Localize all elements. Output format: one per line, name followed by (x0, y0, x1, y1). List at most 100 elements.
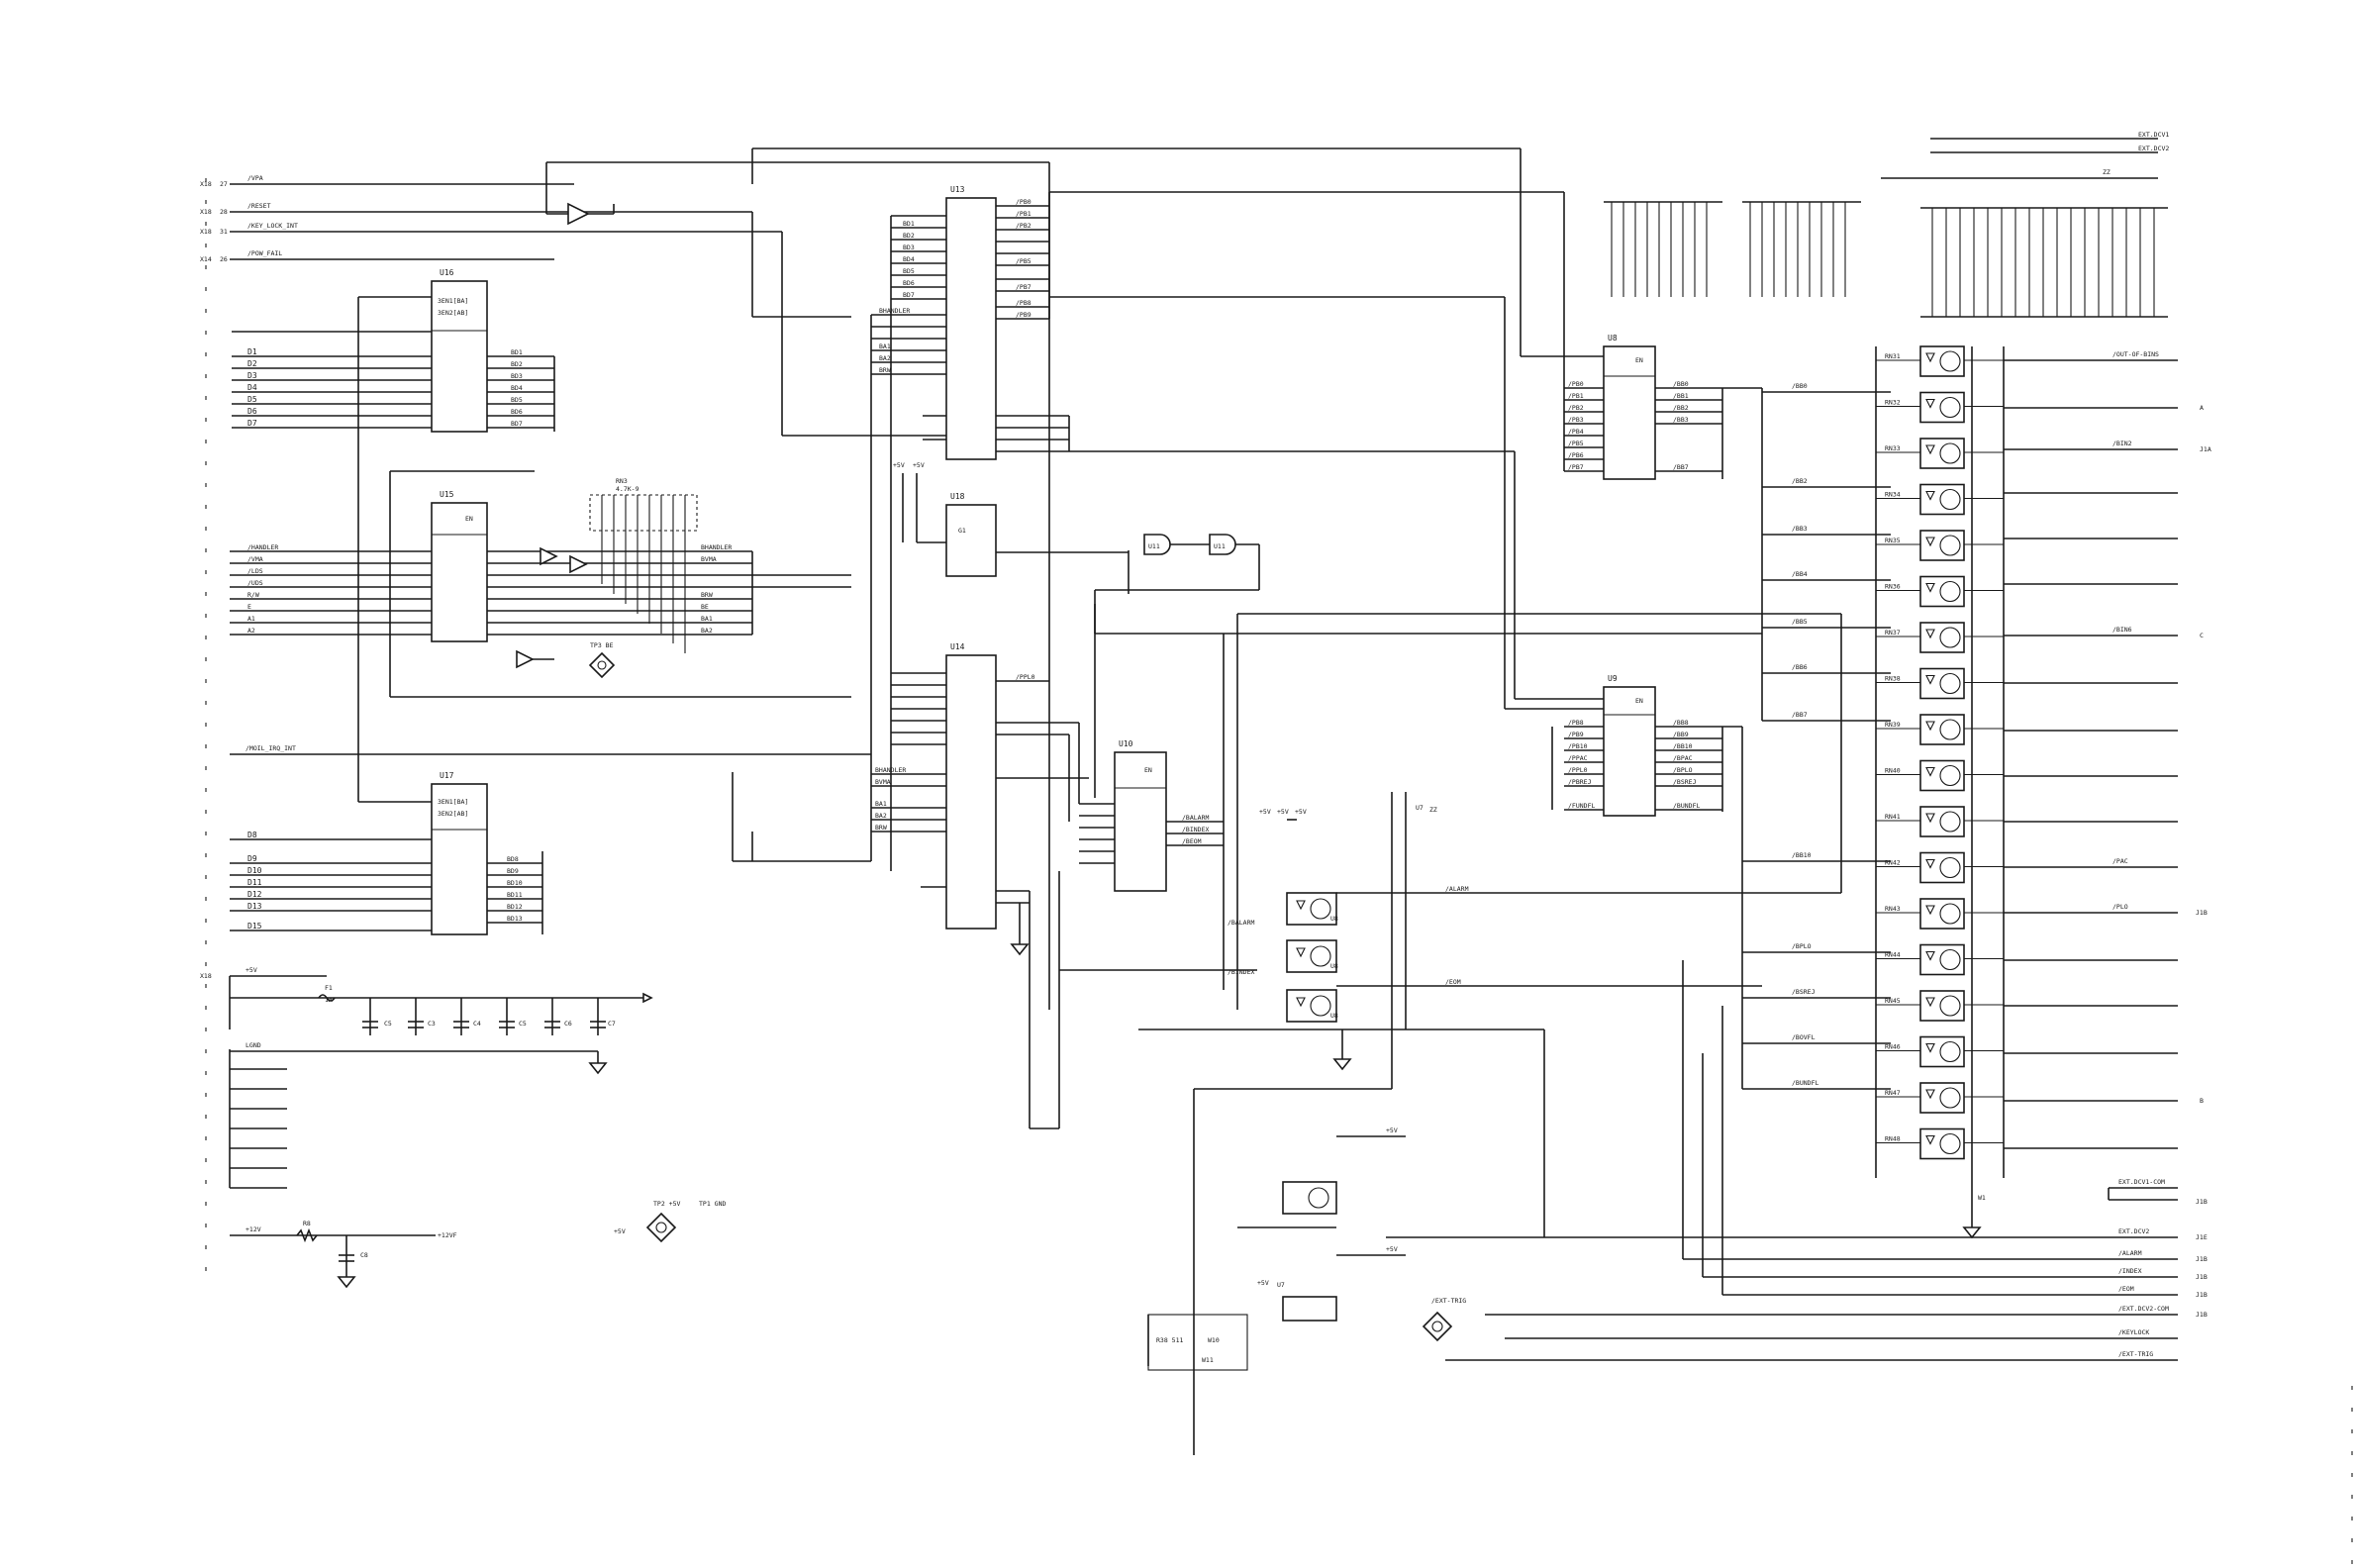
pin-label: 28 (220, 208, 228, 216)
led-diode (1925, 1089, 1935, 1100)
tp-label: TP3 BE (590, 641, 614, 649)
power-label: +5V (1259, 808, 1271, 816)
chip-label: U7 (1277, 1281, 1285, 1289)
conn-label: J1E (2196, 1233, 2208, 1241)
port-label: /PB5 (1016, 257, 1032, 265)
phototransistor (1939, 580, 1961, 603)
signal-label: EXT.DCV1 (2138, 131, 2169, 139)
chip-label: U8 (1330, 962, 1338, 970)
signal-label: /MOIL_IRQ_INT (246, 744, 296, 752)
bus-label: D3 (247, 371, 257, 380)
signal-label: /OUT-OF-BINS (2112, 350, 2159, 358)
opto-coupler (1919, 1127, 1965, 1160)
u8-inputs: /PB0 /PB1 /PB2 /PB3 /PB4 /PB5 /PB6 /PB7 (1563, 192, 1604, 472)
pin-label: 26 (220, 255, 228, 263)
bus-label: /BEOM (1182, 837, 1202, 845)
conn-label: X18 (200, 208, 212, 216)
signal-label: /EXT-TRIG (2118, 1350, 2153, 1358)
bus-label: BD3 (903, 244, 915, 251)
port-label: /PB7 (1568, 463, 1584, 471)
chip-text: 3EN1[BA] (438, 798, 468, 806)
port-label: /PB0 (1016, 198, 1032, 206)
phototransistor (1939, 1040, 1961, 1063)
chip-text: G1 (958, 527, 966, 535)
signal-label: /VMA (247, 555, 263, 563)
conn-label: J1B (2196, 909, 2208, 917)
phototransistor (1939, 442, 1961, 464)
conn-label: J1B (2196, 1291, 2208, 1299)
cap-label: C4 (473, 1020, 481, 1028)
opto-coupler (1919, 1082, 1965, 1114)
chip-u16: U16 3EN1[BA] 3EN2[AB] (431, 268, 488, 433)
port-label: /PB3 (1568, 416, 1584, 424)
u15-outputs: BHANDLER BVMA BRW BE BA1 BA2 (487, 543, 851, 636)
signal-label: /HANDLER (247, 543, 278, 551)
phototransistor (1939, 1087, 1961, 1109)
signal-label: E (247, 603, 251, 611)
resistor-label: RN32 (1885, 399, 1901, 407)
opto-row: RN37 (1876, 622, 2004, 653)
led-diode (1925, 398, 1935, 409)
opto-row: RN39 (1876, 714, 2004, 745)
led-diode (1925, 721, 1935, 732)
opto-coupler (1919, 806, 1965, 837)
signal-label: /PLO (2112, 903, 2128, 911)
fuse-label: F1 (325, 984, 333, 992)
port-label: /BUNDFL (1673, 802, 1700, 810)
phototransistor (1939, 535, 1961, 556)
phototransistor (1939, 350, 1961, 372)
bus-label: BRW (701, 591, 713, 599)
port-label: /PB5 (1568, 440, 1584, 447)
signal-label: /BIN2 (2112, 440, 2132, 447)
data-bus-high: D1 D2 D3 D4 D5 D6 D7 (232, 331, 432, 429)
phototransistor (1939, 764, 1961, 787)
input-key-lock: X18 31 /KEY_LOCK_INT (200, 222, 782, 236)
bus-label: BD4 (511, 384, 523, 392)
chip-label: U16 (440, 268, 454, 277)
opto-row: RN43 (1876, 898, 2004, 930)
gnd-label: LGND (246, 1041, 261, 1049)
zener-label: ZZ (2103, 168, 2111, 176)
signal-label: /BB2 (1792, 477, 1808, 485)
port-label: /BB3 (1673, 416, 1689, 424)
tp-label: TP1 GND (699, 1200, 726, 1208)
opto-row: RN48 (1876, 1127, 2004, 1160)
port-label: /PPAC (1568, 754, 1588, 762)
led-diode (1925, 1042, 1935, 1053)
opto-coupler (1919, 575, 1965, 608)
u13-data-inputs: BD1 BD2 BD3 BD4 BD5 BD6 BD7 (890, 215, 946, 871)
bus-label: D15 (247, 922, 262, 931)
phototransistor (1939, 856, 1961, 879)
port-label: /BSREJ (1673, 778, 1697, 786)
opto-row: RN40 (1876, 759, 2004, 792)
opto-row: RN44 (1876, 943, 2004, 976)
signal-label: /BOVFL (1792, 1033, 1816, 1041)
cross-wiring (732, 147, 1604, 1237)
bus-label: D10 (247, 866, 262, 875)
bus-label: BD11 (507, 891, 523, 899)
test-point-tp3: TP3 BE (588, 641, 616, 679)
conn-label: X14 (200, 255, 212, 263)
led-diode (1925, 629, 1935, 639)
signal-label: /UDS (247, 579, 263, 587)
moil-irq: /MOIL_IRQ_INT (230, 744, 871, 755)
pin-label: 31 (220, 228, 228, 236)
opto-coupler (1919, 438, 1965, 469)
signal-label: EXT.DCV2 (2138, 145, 2169, 152)
signal-label: /BINDEX (1228, 968, 1254, 976)
chip-label: U18 (950, 492, 965, 501)
chip-label: U8 (1330, 1012, 1338, 1020)
chip-label: U9 (1608, 674, 1618, 683)
chip-label: U11 (1214, 542, 1226, 550)
res-label: R38 511 (1156, 1336, 1183, 1344)
chip-label: U8 (1330, 915, 1338, 923)
signal-label: /ALARM (2118, 1249, 2142, 1257)
opto-coupler (1919, 898, 1965, 930)
bus-label: /BINDEX (1182, 826, 1209, 833)
left-loops (357, 296, 851, 803)
u13-control-inputs: BHANDLER BA1 BA2 BRW (870, 307, 946, 861)
signal-label: /RESET (247, 202, 271, 210)
bus-label: BHANDLER (875, 766, 906, 774)
chip-text: 3EN2[AB] (438, 810, 468, 818)
